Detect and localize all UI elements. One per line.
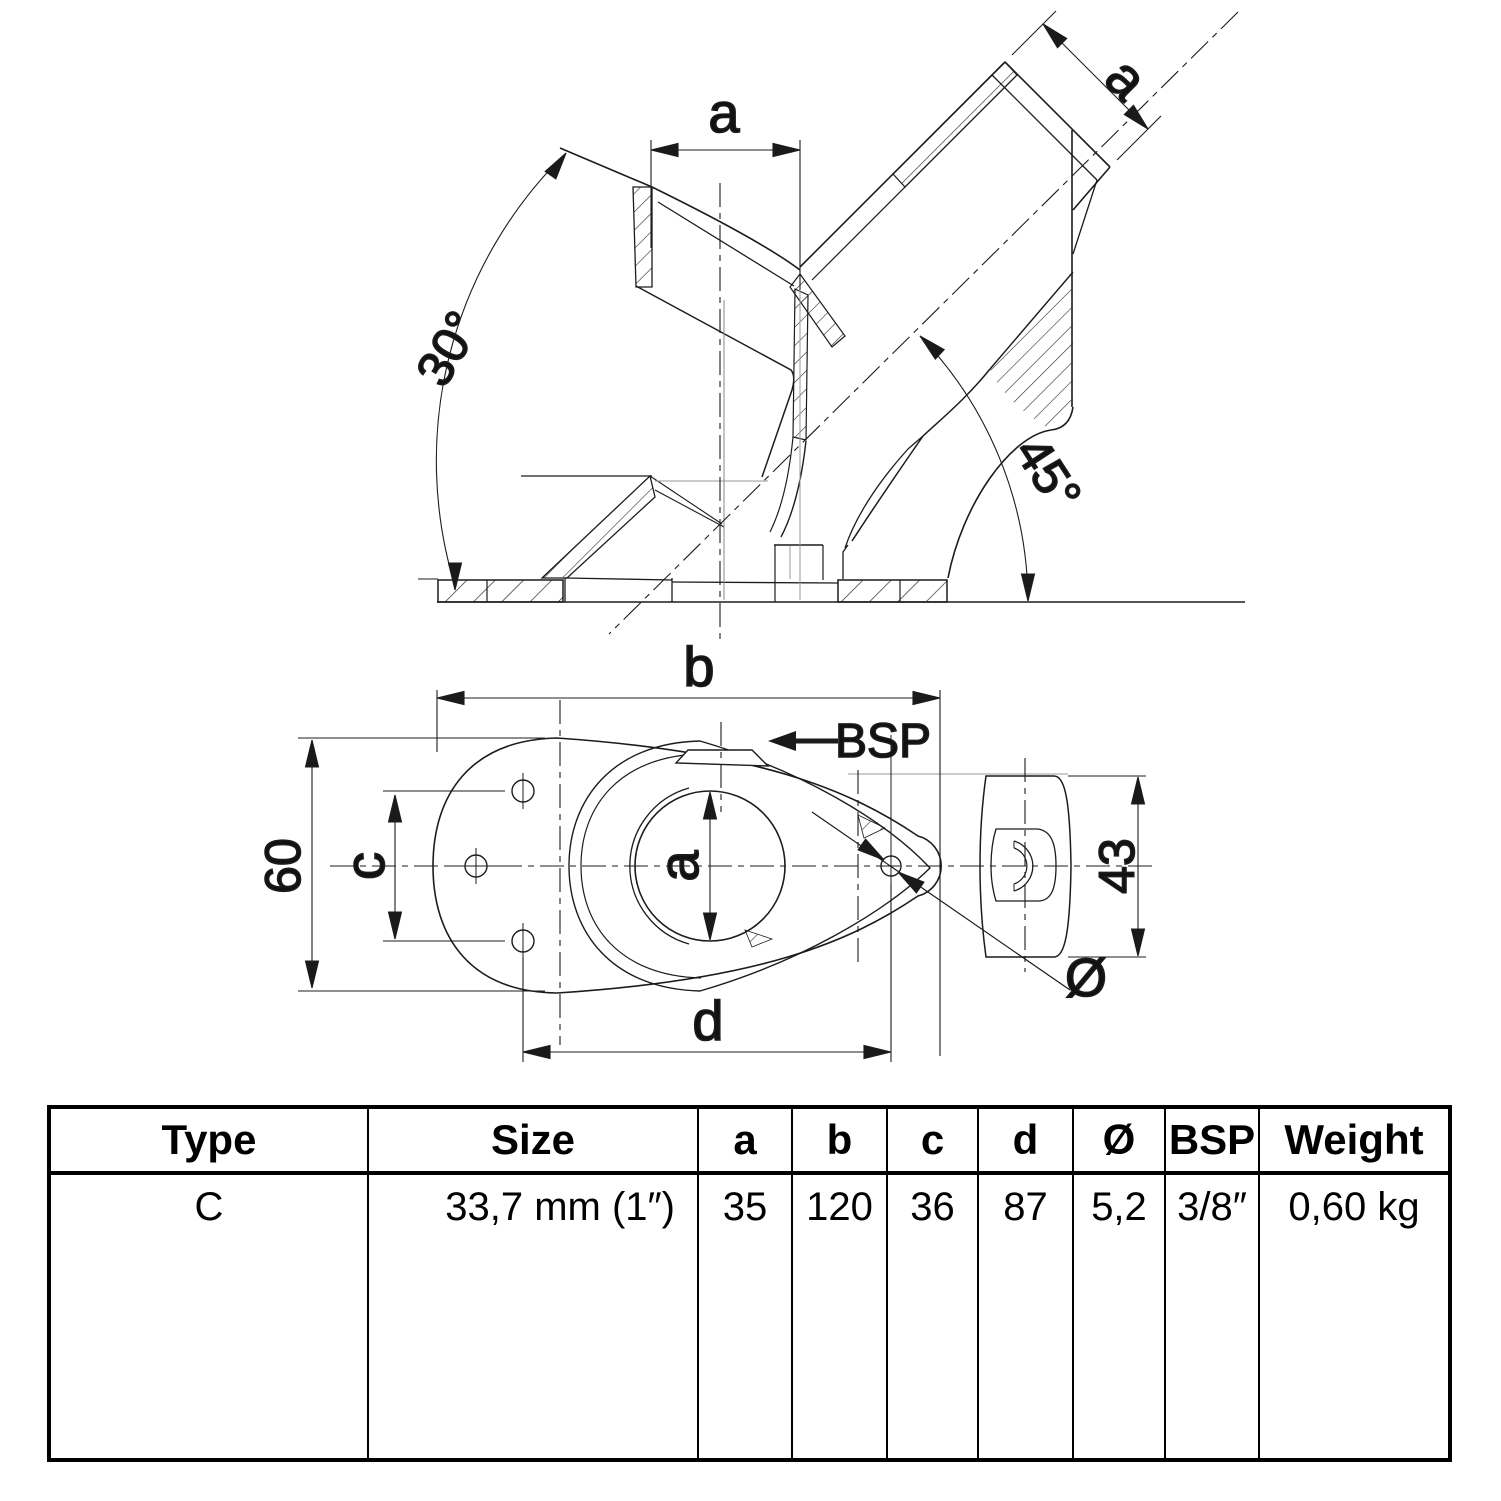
- header-type: Type: [49, 1107, 368, 1175]
- dia-label: Ø: [1065, 948, 1107, 1008]
- plan-view-centerlines: [330, 700, 1155, 1045]
- spec-table: Type Size a b c d Ø BSP Weight C 33,7 mm…: [47, 1105, 1452, 1462]
- dim-a-branch: [1011, 10, 1162, 161]
- dim-43-label: 43: [1089, 838, 1145, 894]
- dim-60-label: 60: [255, 838, 311, 894]
- dim-angle-30: [435, 148, 572, 591]
- cell-a: 35: [697, 1173, 792, 1460]
- dim-a-branch-label: a: [1093, 45, 1160, 112]
- bsp-label: BSP: [835, 715, 931, 768]
- cell-bsp: 3/8″: [1164, 1173, 1259, 1460]
- dim-angle-30-label: 30°: [405, 302, 491, 395]
- dim-b-label: b: [683, 635, 714, 698]
- dim-angle-45: [915, 330, 1036, 602]
- socket-45deg: [799, 61, 1111, 579]
- header-size: Size: [367, 1107, 698, 1175]
- dim-b: [436, 690, 941, 1056]
- socket-rim: [568, 740, 931, 992]
- dia-callout: [811, 811, 1071, 991]
- dim-a-bore: [702, 791, 718, 941]
- dim-43: [1068, 775, 1146, 958]
- bsp-boss-tab: [674, 749, 770, 767]
- socket-end-view: [848, 773, 1072, 958]
- dim-a-top-label: a: [708, 81, 740, 144]
- spec-table-data-row: C 33,7 mm (1″) 35 120 36 87 5,2 3/8″ 0,6…: [49, 1173, 1450, 1460]
- socket-30deg: [559, 147, 846, 580]
- socket-45deg-skirt: [521, 300, 768, 600]
- header-bsp: BSP: [1164, 1107, 1259, 1175]
- bsp-callout: [768, 731, 838, 751]
- dim-angle-45-label: 45°: [1004, 427, 1092, 521]
- cell-weight: 0,60 kg: [1258, 1173, 1450, 1460]
- cell-type: C: [194, 1185, 224, 1229]
- dim-a-top: [650, 140, 801, 600]
- side-view-centerlines: [608, 11, 1239, 641]
- header-b: b: [791, 1107, 887, 1175]
- cell-size: 33,7 mm (1″): [367, 1173, 698, 1460]
- dim-60: [298, 737, 545, 992]
- dim-d: [522, 884, 892, 1062]
- dim-c-label: c: [333, 852, 396, 880]
- technical-drawing: a a 30° 45°: [254, 10, 1245, 1062]
- header-c: c: [886, 1107, 978, 1175]
- header-diameter: Ø: [1072, 1107, 1165, 1175]
- header-d: d: [977, 1107, 1073, 1175]
- base-flange: [418, 545, 1245, 603]
- header-a: a: [697, 1107, 792, 1175]
- cell-d: 87: [977, 1173, 1073, 1460]
- dim-d-label: d: [692, 989, 723, 1052]
- plan-view: b BSP 60 c a: [254, 634, 1155, 1062]
- dim-a-bore-label: a: [647, 850, 710, 882]
- dim-c: [383, 790, 505, 942]
- side-view: a a 30° 45°: [404, 10, 1245, 641]
- cell-b: 120: [791, 1173, 887, 1460]
- cell-diameter: 5,2: [1072, 1173, 1165, 1460]
- header-weight: Weight: [1258, 1107, 1450, 1175]
- cell-c: 36: [886, 1173, 978, 1460]
- spec-table-header-row: Type Size a b c d Ø BSP Weight: [49, 1107, 1450, 1175]
